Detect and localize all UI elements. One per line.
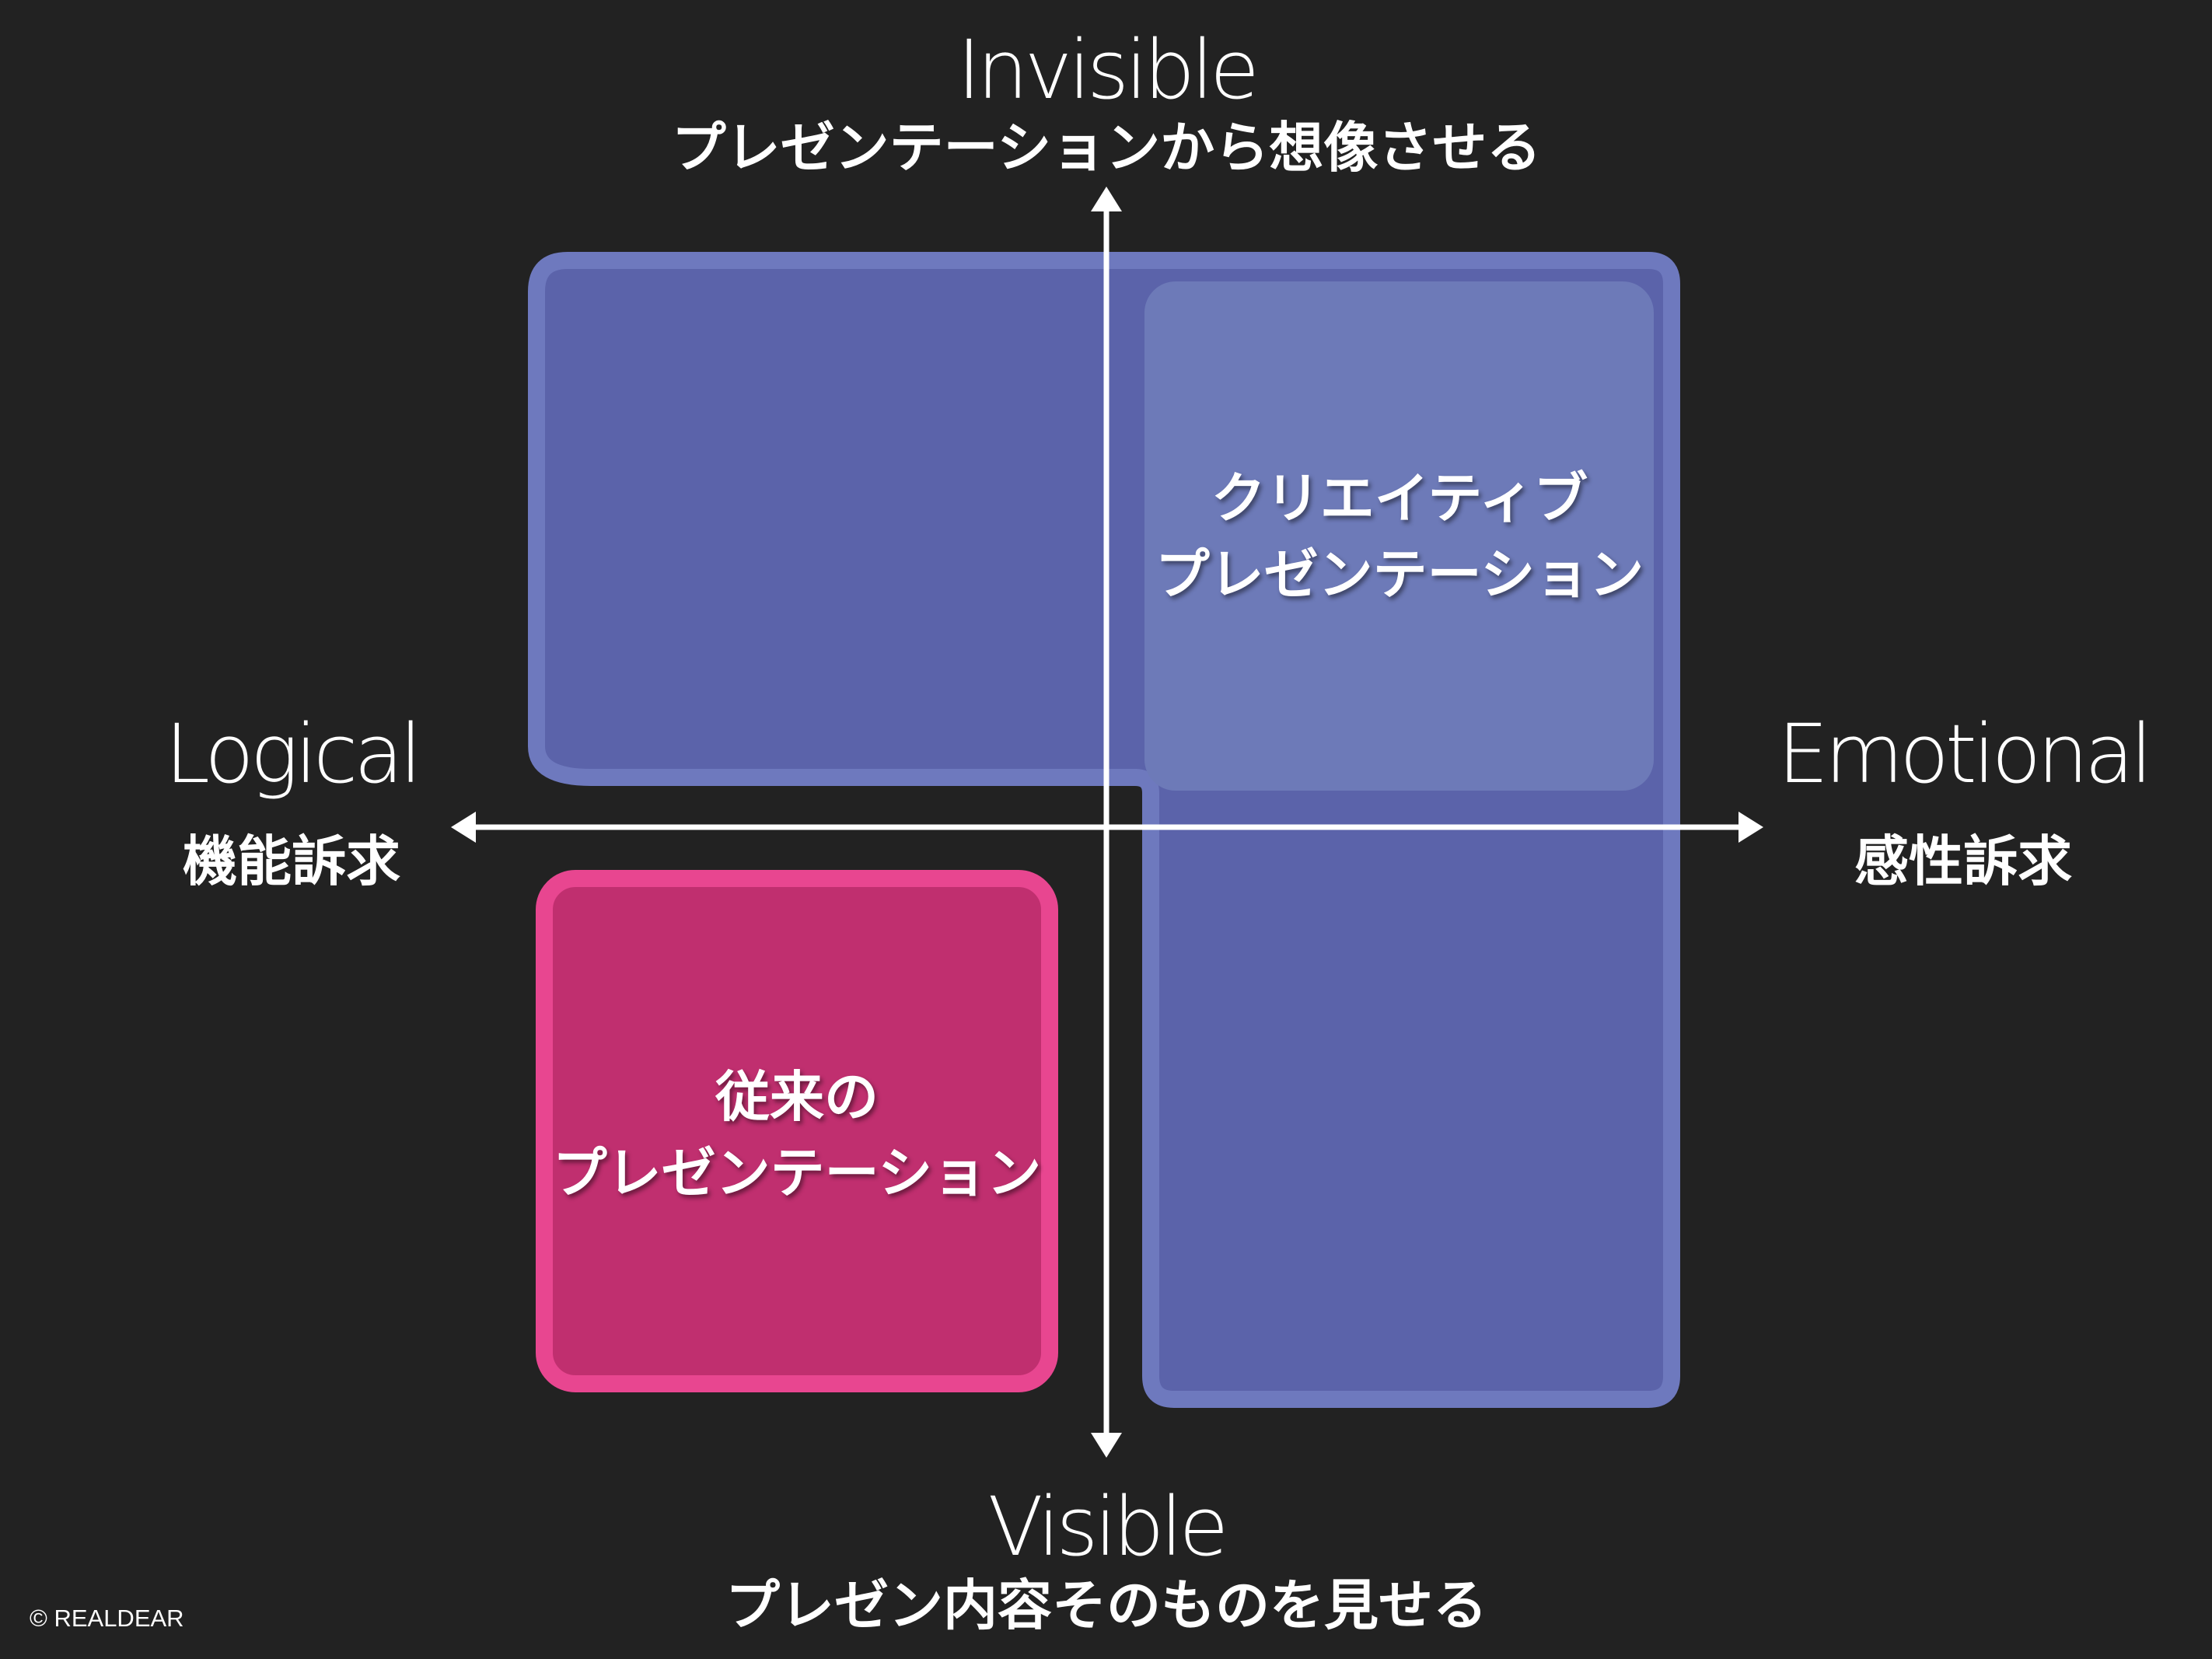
axis-bottom-jp-label: プレゼン内容そのものを見せる [725, 1573, 1487, 1637]
axis-left-en-label: Logical [165, 707, 422, 802]
creative-box-line2: プレゼンテーション [1155, 543, 1644, 606]
creative-box [1144, 281, 1654, 791]
copyright-text: © REALDEAR [30, 1605, 184, 1632]
axis-right-en-label: Emotional [1777, 707, 2153, 802]
arrow-down-icon [1091, 1433, 1122, 1458]
traditional-box-line1: 従来の [715, 1065, 879, 1129]
traditional-box-line2: プレゼンテーション [552, 1141, 1042, 1205]
creative-box-label: クリエイティブ プレゼンテーション [1151, 460, 1648, 613]
creative-box-line1: クリエイティブ [1211, 466, 1588, 530]
axis-top-jp-label: プレゼンテーションから想像させる [671, 116, 1542, 180]
axis-left-jp-label: 機能訴求 [183, 830, 400, 893]
axis-right-jp-label: 感性訴求 [1854, 830, 2072, 893]
traditional-box [536, 870, 1058, 1392]
axis-top-en-label: Invisible [957, 23, 1260, 117]
traditional-box-label: 従来の プレゼンテーション [544, 1059, 1050, 1211]
arrow-left-icon [451, 812, 476, 843]
arrow-up-icon [1091, 187, 1122, 211]
arrow-right-icon [1738, 812, 1763, 843]
axis-bottom-en-label: Visible [987, 1479, 1229, 1574]
